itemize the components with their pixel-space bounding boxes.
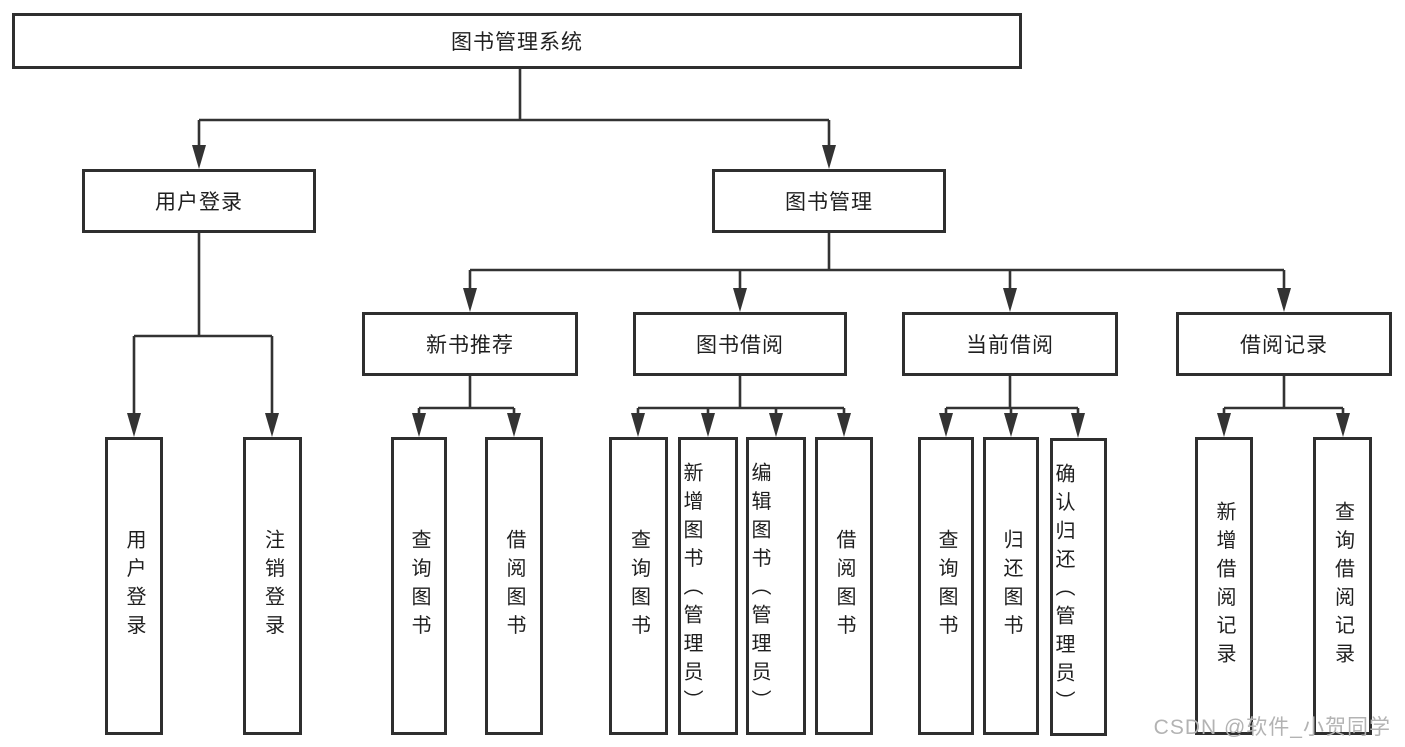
leaf-edit-book-admin: 编辑图书（管理员）	[746, 437, 806, 735]
leaf-return-books: 归还图书	[983, 437, 1039, 735]
leaf-query-books-borrowing: 查询图书	[609, 437, 668, 735]
node-book-management: 图书管理	[712, 169, 946, 233]
node-borrowing-records-label: 借阅记录	[1240, 334, 1328, 357]
leaf-add-book-admin-label: 新增图书（管理员）	[680, 462, 702, 718]
node-new-book-recommend: 新书推荐	[362, 312, 578, 376]
node-user-login-label: 用户登录	[155, 191, 243, 214]
node-current-borrowing: 当前借阅	[902, 312, 1118, 376]
node-borrowing-records: 借阅记录	[1176, 312, 1392, 376]
leaf-logout-label: 注销登录	[261, 529, 284, 643]
node-new-book-recommend-label: 新书推荐	[426, 334, 514, 357]
node-book-management-label: 图书管理	[785, 191, 873, 214]
leaf-query-books-recommend-label: 查询图书	[408, 529, 430, 643]
leaf-borrow-books-borrowing-label: 借阅图书	[833, 529, 855, 643]
leaf-add-book-admin: 新增图书（管理员）	[678, 437, 738, 735]
leaf-edit-book-admin-label: 编辑图书（管理员）	[748, 462, 770, 718]
leaf-borrow-books-recommend-label: 借阅图书	[503, 529, 525, 643]
node-root-label: 图书管理系统	[451, 31, 583, 54]
leaf-borrow-books-borrowing: 借阅图书	[815, 437, 873, 735]
leaf-confirm-return-admin-label: 确认归还（管理员）	[1052, 463, 1074, 719]
leaf-query-borrow-record-label: 查询借阅记录	[1331, 500, 1354, 672]
leaf-borrow-books-recommend: 借阅图书	[485, 437, 543, 735]
node-current-borrowing-label: 当前借阅	[966, 334, 1054, 357]
leaf-query-borrow-record: 查询借阅记录	[1313, 437, 1372, 735]
leaf-user-login: 用户登录	[105, 437, 163, 735]
leaf-logout: 注销登录	[243, 437, 302, 735]
leaf-user-login-label: 用户登录	[123, 529, 145, 643]
leaf-query-books-current: 查询图书	[918, 437, 974, 735]
node-book-borrowing-label: 图书借阅	[696, 334, 784, 357]
leaf-query-books-borrowing-label: 查询图书	[627, 529, 650, 643]
node-book-borrowing: 图书借阅	[633, 312, 847, 376]
watermark: CSDN @软件_小贺同学	[1153, 716, 1391, 739]
node-user-login: 用户登录	[82, 169, 316, 233]
leaf-confirm-return-admin: 确认归还（管理员）	[1050, 438, 1107, 736]
leaf-query-books-recommend: 查询图书	[391, 437, 447, 735]
leaf-return-books-label: 归还图书	[1000, 529, 1022, 643]
leaf-add-borrow-record-label: 新增借阅记录	[1213, 500, 1235, 672]
leaf-add-borrow-record: 新增借阅记录	[1195, 437, 1253, 735]
leaf-query-books-current-label: 查询图书	[935, 529, 957, 643]
node-root: 图书管理系统	[12, 13, 1022, 69]
